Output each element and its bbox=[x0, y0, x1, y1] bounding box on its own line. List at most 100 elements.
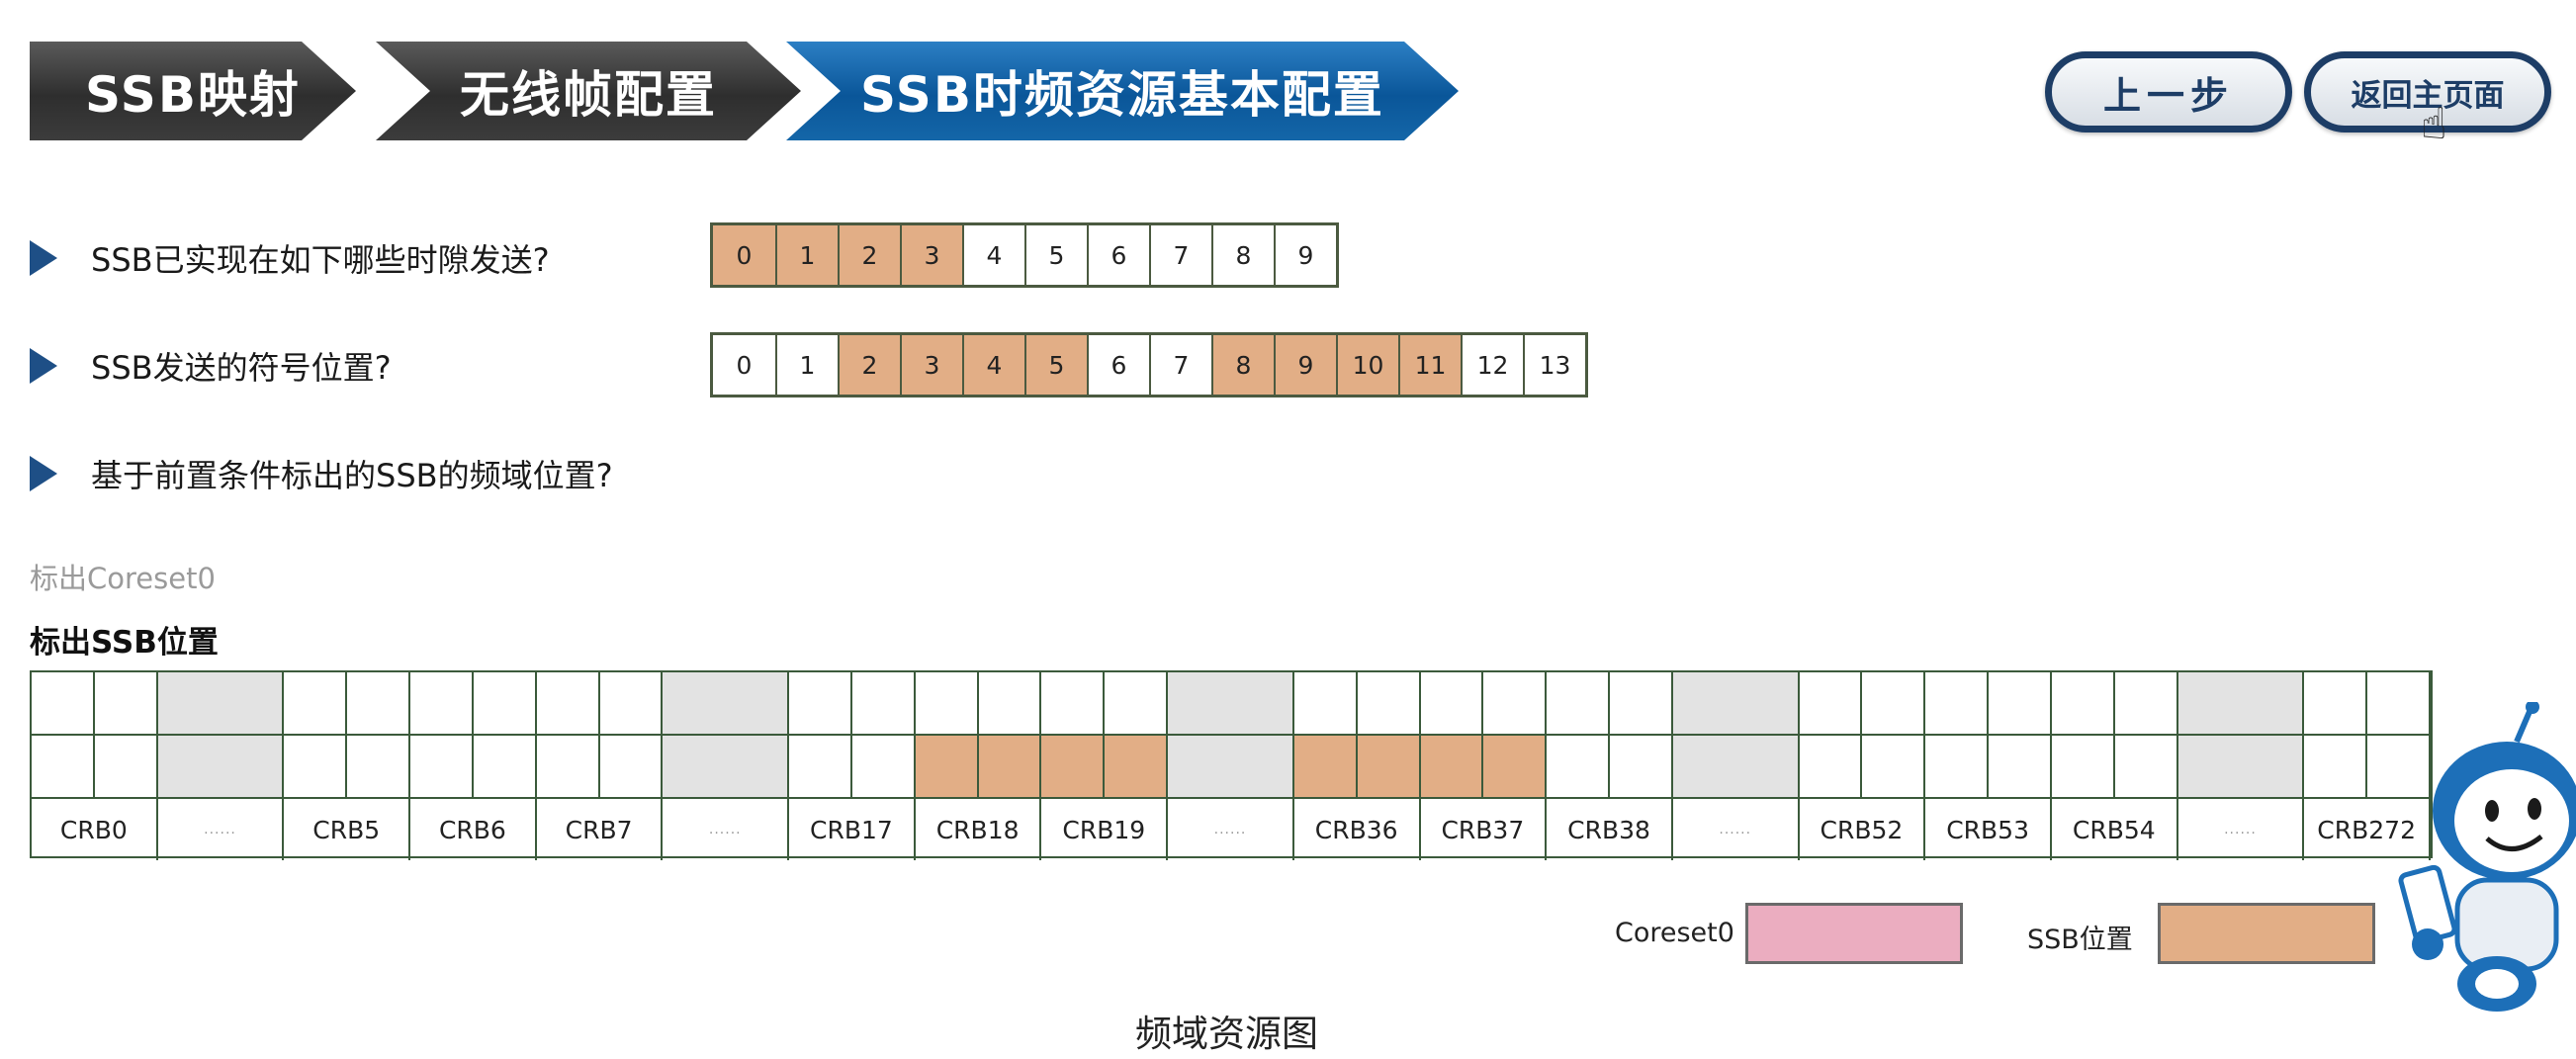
grid-cell[interactable] bbox=[1547, 672, 1611, 736]
legend-ssb-swatch[interactable] bbox=[2158, 903, 2375, 964]
symbol-cell[interactable]: 4 bbox=[962, 335, 1024, 395]
grid-cell[interactable] bbox=[915, 736, 979, 799]
grid-cell[interactable] bbox=[94, 736, 158, 799]
grid-cell[interactable] bbox=[1989, 672, 2052, 736]
slot-cell[interactable]: 2 bbox=[838, 225, 900, 285]
slot-cell[interactable]: 5 bbox=[1024, 225, 1087, 285]
grid-cell[interactable] bbox=[2367, 672, 2431, 736]
grid-cell[interactable] bbox=[32, 672, 95, 736]
symbol-cell[interactable]: 6 bbox=[1087, 335, 1149, 395]
grid-cell[interactable] bbox=[473, 736, 537, 799]
grid-gap-cell[interactable] bbox=[1672, 672, 1800, 736]
symbol-cell[interactable]: 12 bbox=[1461, 335, 1523, 395]
grid-cell[interactable] bbox=[1862, 736, 1926, 799]
grid-cell[interactable] bbox=[32, 736, 95, 799]
grid-cell[interactable] bbox=[1105, 672, 1169, 736]
step-radio-frame-config[interactable]: 无线帧配置 bbox=[376, 42, 801, 140]
grid-cell[interactable] bbox=[599, 736, 664, 799]
symbol-cell[interactable]: 9 bbox=[1274, 335, 1336, 395]
symbol-cell[interactable]: 1 bbox=[775, 335, 838, 395]
grid-cell[interactable] bbox=[1357, 736, 1421, 799]
step-ssb-mapping[interactable]: SSB映射 bbox=[30, 42, 356, 140]
grid-cell[interactable] bbox=[1105, 736, 1169, 799]
symbol-cell[interactable]: 11 bbox=[1398, 335, 1461, 395]
slot-cell[interactable]: 0 bbox=[713, 225, 775, 285]
mark-ssb-option[interactable]: 标出SSB位置 bbox=[30, 625, 219, 661]
grid-gap-cell[interactable] bbox=[1672, 736, 1800, 799]
grid-cell[interactable] bbox=[851, 736, 916, 799]
grid-gap-cell[interactable] bbox=[2177, 736, 2305, 799]
symbol-cell[interactable]: 0 bbox=[736, 350, 753, 380]
grid-cell[interactable] bbox=[1610, 736, 1673, 799]
grid-cell[interactable] bbox=[851, 672, 916, 736]
grid-cell[interactable] bbox=[1483, 672, 1548, 736]
grid-cell[interactable] bbox=[2051, 736, 2115, 799]
slot-cell[interactable]: 4 bbox=[962, 225, 1024, 285]
grid-cell[interactable] bbox=[1799, 736, 1863, 799]
slot-cell[interactable]: 9 bbox=[1274, 225, 1336, 285]
slot-cell[interactable]: 7 bbox=[1149, 225, 1211, 285]
grid-cell[interactable] bbox=[2114, 672, 2178, 736]
grid-cell[interactable] bbox=[284, 672, 348, 736]
grid-cell[interactable] bbox=[347, 672, 411, 736]
grid-cell[interactable] bbox=[1293, 672, 1358, 736]
grid-cell[interactable] bbox=[1420, 736, 1484, 799]
symbol-cell[interactable]: 3 bbox=[900, 335, 962, 395]
grid-cell[interactable] bbox=[1547, 736, 1611, 799]
slot-cell[interactable]: 6 bbox=[1087, 225, 1149, 285]
grid-cell[interactable] bbox=[1925, 672, 1990, 736]
legend-coreset-swatch[interactable] bbox=[1745, 903, 1963, 964]
grid-gap-cell[interactable] bbox=[2177, 672, 2305, 736]
step-ssb-resource-config[interactable]: SSB时频资源基本配置 bbox=[786, 42, 1459, 140]
grid-gap-cell[interactable] bbox=[157, 672, 285, 736]
grid-gap-cell[interactable] bbox=[157, 736, 285, 799]
symbol-cell[interactable]: 10 bbox=[1336, 335, 1398, 395]
grid-cell[interactable] bbox=[347, 736, 411, 799]
grid-cell[interactable] bbox=[2114, 736, 2178, 799]
grid-cell[interactable] bbox=[410, 736, 474, 799]
grid-cell[interactable] bbox=[1862, 672, 1926, 736]
return-home-button[interactable]: 返回主页面 bbox=[2304, 51, 2551, 132]
grid-cell[interactable] bbox=[978, 672, 1042, 736]
grid-gap-cell[interactable] bbox=[663, 736, 790, 799]
grid-cell[interactable] bbox=[473, 672, 537, 736]
grid-cell[interactable] bbox=[2051, 672, 2115, 736]
symbol-cell[interactable]: 13 bbox=[1523, 335, 1585, 395]
slot-cell[interactable]: 1 bbox=[775, 225, 838, 285]
symbol-cell[interactable]: 8 bbox=[1211, 335, 1274, 395]
slot-cell[interactable]: 3 bbox=[900, 225, 962, 285]
grid-cell[interactable] bbox=[1483, 736, 1548, 799]
grid-cell[interactable] bbox=[1420, 672, 1484, 736]
grid-cell[interactable] bbox=[410, 672, 474, 736]
symbol-cell[interactable]: 5 bbox=[1024, 335, 1087, 395]
grid-gap-cell[interactable] bbox=[1168, 736, 1294, 799]
grid-cell[interactable] bbox=[1357, 672, 1421, 736]
grid-cell[interactable] bbox=[978, 736, 1042, 799]
grid-cell[interactable] bbox=[1041, 672, 1106, 736]
grid-cell[interactable] bbox=[1925, 736, 1990, 799]
grid-gap-cell[interactable] bbox=[1168, 672, 1294, 736]
grid-cell[interactable] bbox=[2304, 736, 2368, 799]
symbol-cell[interactable]: 2 bbox=[838, 335, 900, 395]
grid-cell[interactable] bbox=[1293, 736, 1358, 799]
grid-cell[interactable] bbox=[1041, 736, 1106, 799]
grid-cell[interactable] bbox=[2367, 736, 2431, 799]
grid-cell[interactable] bbox=[94, 672, 158, 736]
grid-cell[interactable] bbox=[536, 672, 600, 736]
grid-cell[interactable] bbox=[599, 672, 664, 736]
symbol-cell[interactable]: 7 bbox=[1149, 335, 1211, 395]
grid-cell[interactable] bbox=[284, 736, 348, 799]
grid-cell[interactable] bbox=[789, 736, 852, 799]
grid-cell[interactable] bbox=[915, 672, 979, 736]
grid-cell[interactable] bbox=[536, 736, 600, 799]
grid-cell[interactable] bbox=[789, 672, 852, 736]
mark-coreset0-option[interactable]: 标出Coreset0 bbox=[30, 562, 216, 595]
grid-cell[interactable] bbox=[1610, 672, 1673, 736]
prev-step-button[interactable]: 上一步 bbox=[2045, 51, 2292, 132]
grid-cell[interactable] bbox=[2304, 672, 2368, 736]
slot-cell[interactable]: 8 bbox=[1211, 225, 1274, 285]
grid-gap-cell[interactable] bbox=[663, 672, 790, 736]
grid-cell[interactable] bbox=[1799, 672, 1863, 736]
grid-cell[interactable] bbox=[1989, 736, 2052, 799]
